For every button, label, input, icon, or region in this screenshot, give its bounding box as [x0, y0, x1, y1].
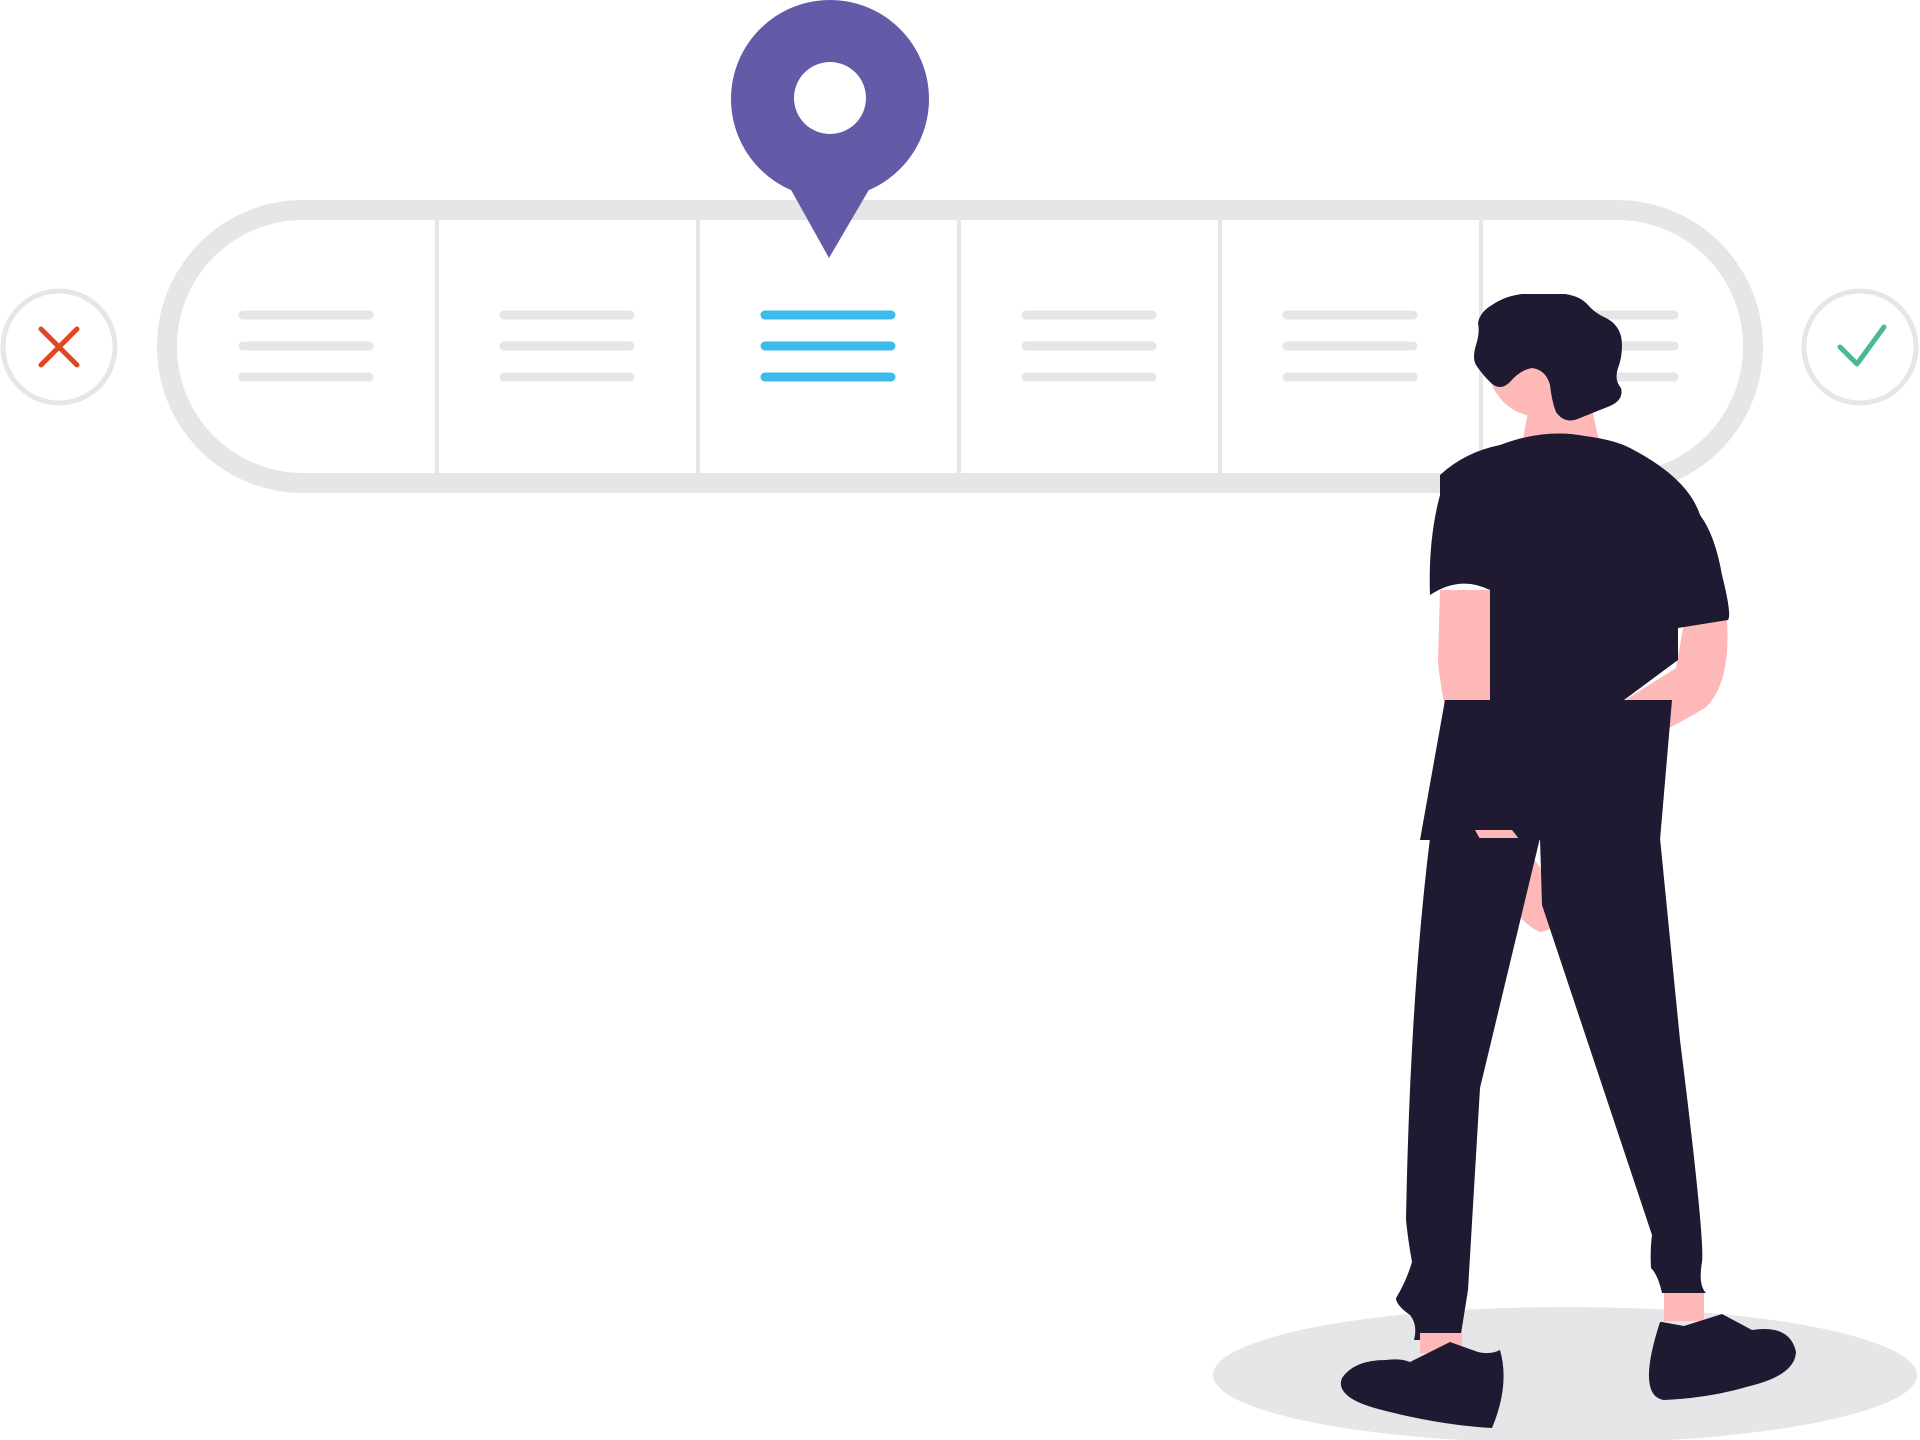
ground-shadow — [1213, 1307, 1917, 1440]
x-icon — [38, 326, 80, 368]
step-dividers — [435, 220, 1483, 473]
accept-button[interactable] — [1801, 288, 1919, 406]
step-cell[interactable] — [1021, 310, 1157, 382]
person-figure — [1340, 294, 1796, 1428]
check-icon — [1837, 324, 1887, 367]
step-cell[interactable] — [238, 310, 374, 382]
step-cell-selected[interactable] — [760, 310, 896, 382]
step-track — [157, 200, 1763, 493]
step-cell[interactable] — [499, 310, 635, 382]
map-pin-icon — [731, 0, 929, 258]
reject-button[interactable] — [0, 288, 118, 406]
step-cell[interactable] — [1282, 310, 1418, 382]
